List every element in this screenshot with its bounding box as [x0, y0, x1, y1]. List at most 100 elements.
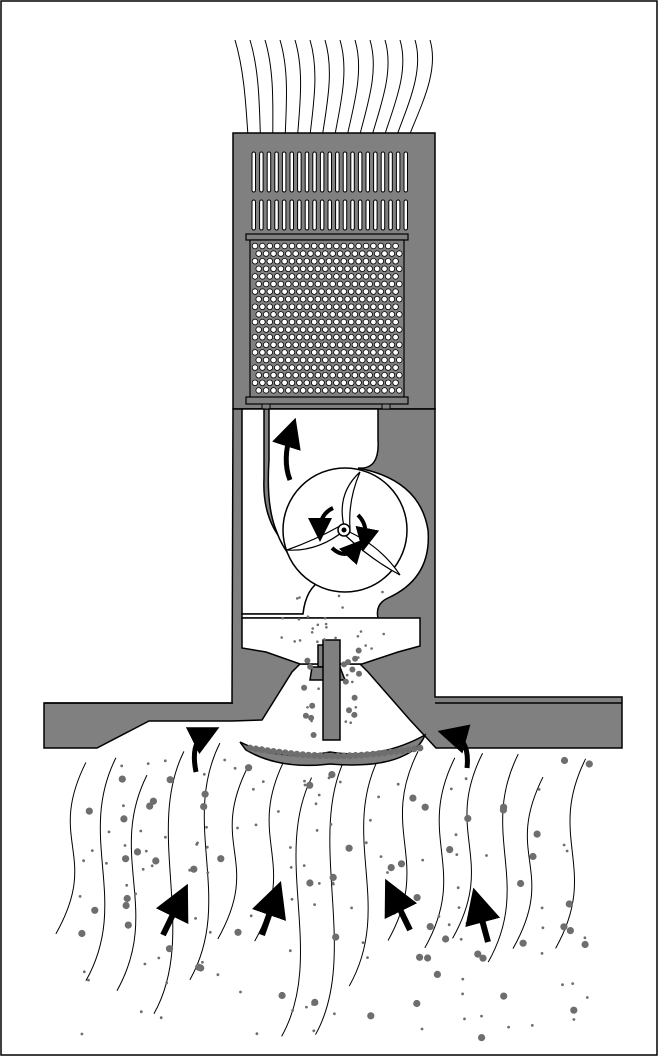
dust-particle [311, 752, 318, 759]
filter-hole [371, 380, 377, 386]
filter-hole [282, 350, 288, 356]
dust-particle [157, 957, 160, 960]
filter-hole [334, 243, 340, 249]
dust-particle [455, 833, 458, 836]
filter-hole [315, 266, 321, 272]
filter-hole [378, 243, 384, 249]
filter-hole [267, 334, 273, 340]
dust-particle [387, 749, 394, 756]
dust-particle [122, 804, 125, 807]
dust-particle [365, 841, 368, 844]
filter-hole [389, 327, 395, 333]
dust-particle [542, 926, 545, 929]
dust-particle [413, 1000, 420, 1007]
filter-hole [374, 327, 380, 333]
filter-hole [278, 372, 284, 378]
filter-hole [326, 258, 332, 264]
filter-hole [382, 372, 388, 378]
dust-particle [409, 795, 416, 802]
filter-hole [308, 388, 314, 394]
dust-particle [317, 624, 320, 627]
grille-slot [282, 152, 286, 192]
grille-slot [305, 152, 309, 192]
filter-hole [274, 380, 280, 386]
dust-particle [345, 720, 348, 723]
dust-particle [332, 883, 335, 886]
dust-particle [582, 941, 589, 948]
filter-hole [374, 251, 380, 257]
dust-particle [356, 648, 362, 654]
dust-particle [79, 895, 82, 898]
dust-particle [301, 685, 307, 691]
filter-hole [304, 334, 310, 340]
dust-particle [370, 647, 373, 650]
filter-hole [374, 342, 380, 348]
filter-hole [319, 258, 325, 264]
filter-hole [337, 296, 343, 302]
dust-particle [341, 606, 344, 609]
dust-particle [202, 791, 209, 798]
dust-particle [298, 618, 301, 621]
grille-slot [290, 152, 294, 192]
filter-hole [385, 334, 391, 340]
dust-particle [124, 844, 127, 847]
filter-hole [397, 281, 403, 287]
filter-hole [367, 281, 373, 287]
filter-hole [278, 357, 284, 363]
filter-hole [274, 319, 280, 325]
filter-hole [330, 266, 336, 272]
filter-hole [319, 380, 325, 386]
filter-hole [304, 274, 310, 280]
dust-particle [351, 681, 354, 684]
filter-hole [260, 380, 266, 386]
dust-particle [571, 982, 574, 985]
dust-particle [390, 908, 397, 915]
filter-hole [286, 342, 292, 348]
filter-hole [337, 281, 343, 287]
filter-hole [286, 296, 292, 302]
filter-hole [308, 281, 314, 287]
filter-hole [337, 312, 343, 318]
dust-particle [125, 922, 132, 929]
filter-hole [330, 251, 336, 257]
filter-hole [293, 372, 299, 378]
filter-hole [300, 357, 306, 363]
filter-hole [326, 289, 332, 295]
filter-hole [271, 266, 277, 272]
filter-hole [278, 281, 284, 287]
dust-particle [586, 760, 593, 767]
filter-hole [393, 274, 399, 280]
filter-hole [274, 274, 280, 280]
filter-hole [274, 350, 280, 356]
filter-hole [286, 327, 292, 333]
filter-hole [278, 312, 284, 318]
filter-hole [393, 350, 399, 356]
filter-hole [371, 350, 377, 356]
filter-hole [278, 296, 284, 302]
filter-hole [363, 365, 369, 371]
filter-hole [260, 319, 266, 325]
grille-slot [298, 200, 302, 230]
filter-hole [271, 327, 277, 333]
dust-particle [357, 635, 360, 638]
dust-particle [360, 630, 363, 633]
filter-hole [315, 312, 321, 318]
dust-particle [194, 917, 197, 920]
filter-hole [297, 365, 303, 371]
grille-slot [343, 152, 347, 192]
grille-slot [252, 152, 256, 192]
filter-hole [330, 342, 336, 348]
filter-hole [319, 274, 325, 280]
filter-hole [363, 258, 369, 264]
filter-hole [367, 312, 373, 318]
filter-hole [282, 380, 288, 386]
dust-particle [195, 964, 202, 971]
dust-particle [125, 884, 128, 887]
grille-slot [328, 152, 332, 192]
grille-slot [252, 200, 256, 230]
filter-hole [382, 296, 388, 302]
dust-particle [299, 751, 306, 758]
filter-hole [319, 365, 325, 371]
filter-hole [360, 312, 366, 318]
filter-hole [330, 327, 336, 333]
